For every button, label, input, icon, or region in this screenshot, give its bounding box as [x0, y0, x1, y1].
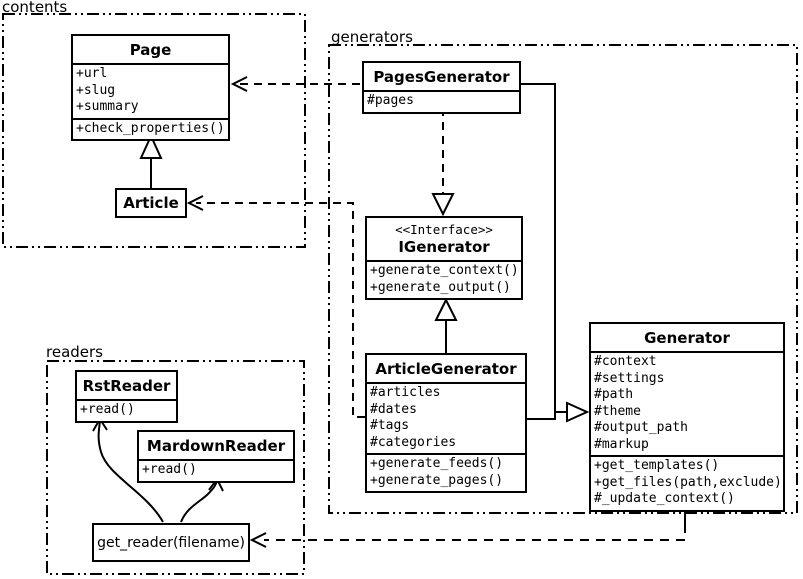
attribute: #path — [594, 387, 634, 402]
generalization-to-generator — [520, 83, 590, 423]
class-articlegenerator-title: ArticleGenerator — [375, 360, 517, 378]
class-articlegenerator-methods: +generate_feeds() +generate_pages() — [367, 453, 525, 491]
class-mardownreader: MardownReader +read() — [137, 430, 295, 483]
attribute: #theme — [594, 403, 641, 419]
function-get-reader-label: get_reader(filename) — [97, 534, 245, 551]
class-pagesgenerator-attributes: #pages — [364, 90, 519, 112]
class-articlegenerator-attributes: #articles #dates #tags #categories — [367, 382, 525, 453]
attribute: #output_path — [594, 420, 688, 435]
class-article: Article — [115, 188, 187, 218]
attribute: #context — [594, 354, 657, 369]
arrow-getreader-to-mardownreader — [180, 477, 224, 523]
class-pagesgenerator-title: PagesGenerator — [373, 68, 510, 86]
method: +check_properties() — [76, 120, 225, 136]
attribute: +summary — [76, 99, 139, 114]
class-page-attributes: +url +slug +summary — [73, 63, 228, 118]
class-generator-methods: +get_templates() +get_files(path,exclude… — [591, 455, 783, 510]
class-rstreader-title: RstReader — [82, 377, 171, 395]
package-contents-label: contents — [2, 0, 68, 16]
class-rstreader: RstReader +read() — [75, 370, 178, 423]
dependency-pagesgenerator-to-page — [230, 76, 360, 92]
class-igenerator-methods: +generate_context() +generate_output() — [367, 260, 521, 298]
class-rstreader-methods: +read() — [77, 399, 176, 421]
class-igenerator-header: <<Interface>> IGenerator — [367, 218, 521, 260]
class-page: Page +url +slug +summary +check_properti… — [71, 34, 230, 141]
attribute: #settings — [594, 370, 665, 386]
attribute: #dates — [370, 401, 417, 417]
class-articlegenerator: ArticleGenerator #articles #dates #tags … — [365, 353, 527, 493]
function-get-reader: get_reader(filename) — [92, 523, 250, 562]
attribute: #categories — [370, 434, 457, 450]
method: #_update_context() — [594, 491, 735, 506]
generalization-articlegenerator-to-igenerator — [434, 297, 458, 353]
package-readers-label: readers — [46, 343, 103, 361]
package-contents-border — [2, 13, 306, 248]
class-igenerator-stereotype: <<Interface>> — [395, 222, 493, 237]
method: +generate_pages() — [370, 472, 504, 488]
class-generator: Generator #context #settings #path #them… — [589, 322, 785, 512]
class-mardownreader-methods: +read() — [139, 459, 293, 481]
attribute: #tags — [370, 418, 410, 433]
class-pagesgenerator: PagesGenerator #pages — [362, 61, 521, 114]
method: +get_files(path,exclude) — [594, 474, 782, 490]
method: +get_templates() — [594, 458, 720, 473]
attribute: #articles — [370, 385, 441, 400]
attribute: +slug — [76, 82, 116, 98]
class-article-title: Article — [123, 194, 179, 212]
class-generator-title: Generator — [644, 329, 730, 347]
class-page-title: Page — [129, 41, 172, 59]
attribute: +url — [76, 66, 108, 81]
attribute: #markup — [594, 436, 649, 452]
realization-pagesgenerator-to-igenerator — [431, 108, 455, 217]
method: +generate_context() — [370, 263, 519, 278]
class-mardownreader-title: MardownReader — [146, 437, 286, 455]
attribute: #pages — [367, 93, 414, 108]
method: +generate_output() — [370, 279, 511, 295]
class-generator-attributes: #context #settings #path #theme #output_… — [591, 351, 783, 455]
class-igenerator: <<Interface>> IGenerator +generate_conte… — [365, 216, 523, 300]
class-igenerator-title: IGenerator — [398, 238, 490, 256]
package-generators-label: generators — [331, 28, 413, 46]
method: +generate_feeds() — [370, 456, 504, 471]
method: +read() — [80, 402, 135, 417]
method: +read() — [142, 462, 197, 477]
package-readers-border — [46, 360, 305, 575]
dependency-articlegenerator-to-article — [186, 195, 365, 418]
package-generators-border — [328, 44, 798, 514]
class-page-methods: +check_properties() — [73, 117, 228, 140]
generalization-article-to-page — [139, 133, 163, 188]
